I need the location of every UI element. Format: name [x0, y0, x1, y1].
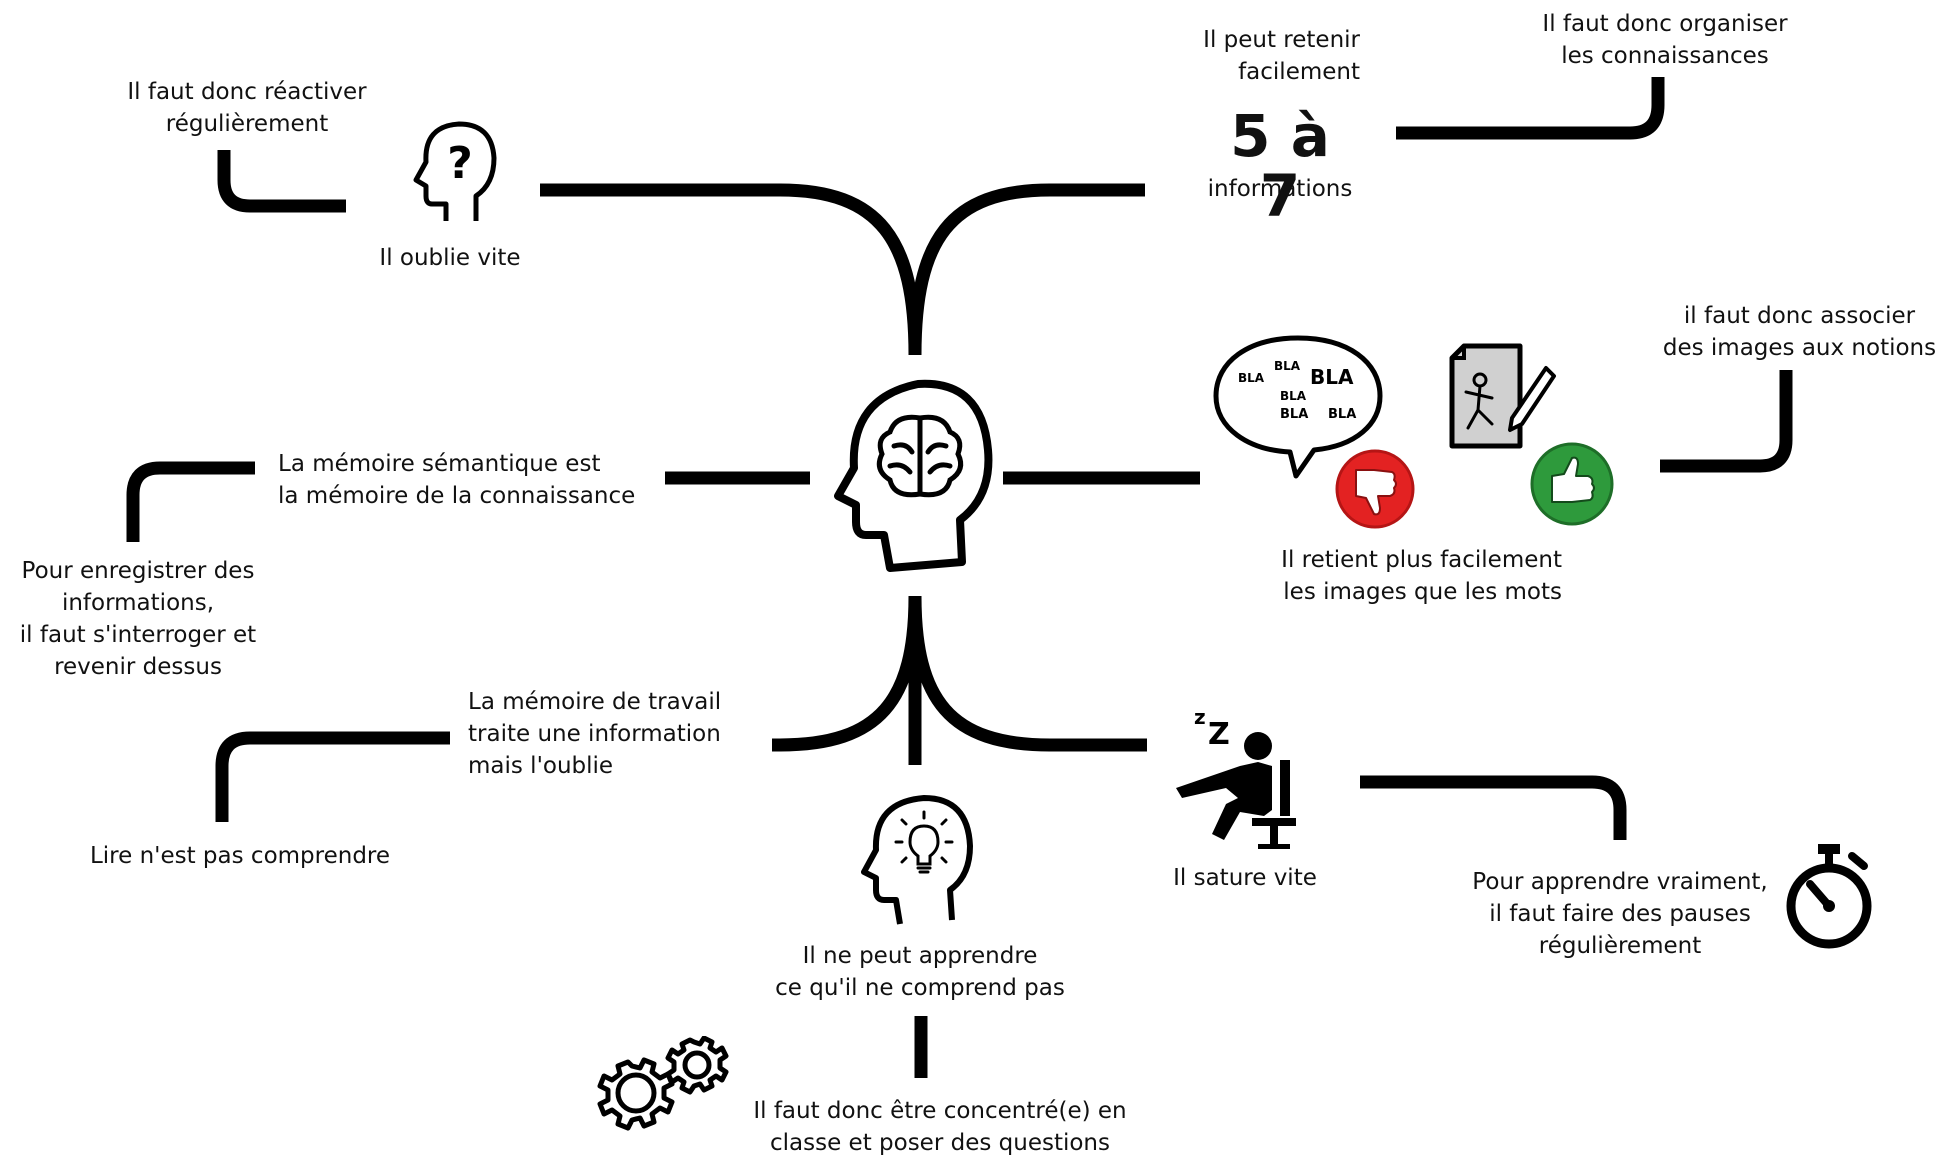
svg-text:Z: Z — [1208, 717, 1230, 752]
images-label: Il retient plus facilement les images qu… — [1281, 547, 1562, 605]
hook-organize — [1396, 77, 1665, 140]
gears-icon — [597, 1036, 729, 1131]
head-question-icon: ? — [413, 121, 497, 221]
organize-label: Il faut donc organiser les connaissances — [1542, 11, 1788, 69]
bubble-word: BLA — [1280, 389, 1307, 403]
speech-bubble-icon: BLA BLA BLA BLA BLA BLA — [1213, 335, 1383, 479]
bubble-word: BLA — [1328, 407, 1356, 422]
semantic-label: La mémoire sémantique est la mémoire de … — [278, 451, 636, 509]
hook-read — [215, 731, 450, 822]
branch-top-right — [908, 183, 1145, 356]
saturates-label: Il sature vite — [1173, 865, 1317, 891]
brain-head-icon — [834, 379, 993, 572]
stopwatch-icon — [1786, 844, 1872, 949]
bubble-word: BLA — [1274, 359, 1301, 373]
branch-top-left — [540, 183, 922, 356]
drawing-paper-icon — [1449, 343, 1556, 449]
bubble-word: BLA — [1280, 407, 1308, 422]
branch-bottom-right — [908, 595, 1147, 752]
associate-label: il faut donc associer des images aux not… — [1662, 303, 1937, 361]
hook-record — [126, 461, 255, 542]
understand-label: Il ne peut apprendre ce qu'il ne compren… — [775, 943, 1065, 1001]
thumbs-down-icon — [1335, 449, 1415, 529]
reactivate-label: Il faut donc réactiver régulièrement — [127, 79, 367, 137]
thumbs-up-icon — [1530, 442, 1614, 526]
branch-bottom-left — [772, 595, 922, 752]
pauses-label: Pour apprendre vraiment, il faut faire d… — [1472, 869, 1768, 959]
focus-label: Il faut donc être concentré(e) en classe… — [753, 1098, 1127, 1156]
record-label: Pour enregistrer des informations, il fa… — [19, 558, 257, 680]
head-lightbulb-icon — [861, 795, 973, 925]
forgets-label: Il oublie vite — [379, 245, 521, 271]
read-label: Lire n'est pas comprendre — [89, 843, 391, 869]
svg-text:z: z — [1194, 705, 1206, 729]
working-label: La mémoire de travail traite une informa… — [468, 689, 722, 779]
sleeping-person-icon: z Z — [1176, 705, 1296, 849]
retain-label: Il peut retenir facilement — [1203, 27, 1360, 85]
bubble-word: BLA — [1238, 371, 1265, 385]
hook-pauses — [1360, 775, 1627, 840]
hook-associate — [1660, 370, 1793, 473]
count-label: 5 à 7 — [1230, 102, 1330, 230]
svg-text:?: ? — [447, 138, 473, 189]
hook-reactivate — [217, 150, 346, 213]
informations-label: informations — [1207, 176, 1353, 202]
bubble-word: BLA — [1310, 365, 1354, 389]
